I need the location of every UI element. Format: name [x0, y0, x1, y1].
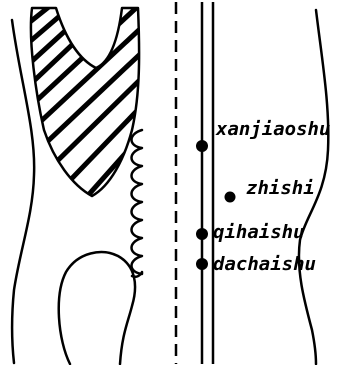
pelvis-outline	[59, 252, 135, 364]
point-xanjiaoshu-dot	[196, 140, 208, 152]
point-label-zhishi: zhishi	[246, 177, 315, 199]
point-dachaishu-dot	[196, 258, 208, 270]
point-zhishi-dot	[225, 192, 236, 203]
point-qihaishu-dot	[196, 228, 208, 240]
point-label-xanjiaoshu: xanjiaoshu	[215, 118, 330, 140]
point-label-dachaishu: dachaishu	[213, 253, 316, 275]
left-body-contour	[12, 20, 34, 363]
spine-vertebrae	[132, 130, 143, 277]
point-label-qihaishu: qihaishu	[213, 221, 305, 243]
